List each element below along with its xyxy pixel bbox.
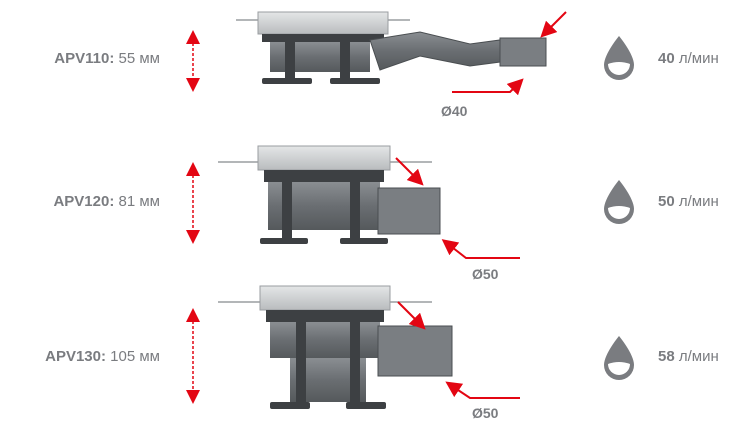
water-drop-icon	[604, 336, 634, 380]
water-drop-icon	[604, 180, 634, 224]
height-arrow-icon	[186, 30, 200, 92]
flow-value: 40	[658, 50, 675, 67]
flow-unit: л/мин	[678, 348, 719, 365]
drain-height: 55 мм	[118, 50, 160, 67]
drain-apv110-drawing	[236, 11, 567, 96]
height-arrow-icon	[186, 162, 200, 244]
flow-value: 58	[658, 348, 675, 365]
drain-apv120-label: APV120: 81 мм	[53, 193, 160, 210]
drain-height: 81 мм	[118, 193, 160, 210]
flow-unit: л/мин	[678, 50, 719, 67]
flow-rate-apv110: 40 л/мин	[658, 50, 719, 67]
flow-rate-apv120: 50 л/мин	[658, 193, 719, 210]
drain-apv110-label: APV110: 55 мм	[54, 50, 160, 67]
flow-unit: л/мин	[678, 193, 719, 210]
model-name: APV120:	[53, 193, 115, 210]
drain-apv130-drawing	[218, 285, 520, 409]
drain-apv120-drawing	[218, 145, 520, 259]
drain-height: 105 мм	[110, 348, 160, 365]
outlet-diameter: Ø40	[441, 103, 468, 119]
flow-rate-apv130: 58 л/мин	[658, 348, 719, 365]
outlet-diameter: Ø50	[472, 266, 499, 282]
water-drop-icon	[604, 36, 634, 80]
flow-value: 50	[658, 193, 675, 210]
model-name: APV130:	[45, 348, 106, 365]
model-name: APV110:	[54, 50, 115, 67]
drain-apv130-label: APV130: 105 мм	[45, 348, 160, 365]
height-arrow-icon	[186, 308, 200, 404]
outlet-diameter: Ø50	[472, 405, 499, 421]
